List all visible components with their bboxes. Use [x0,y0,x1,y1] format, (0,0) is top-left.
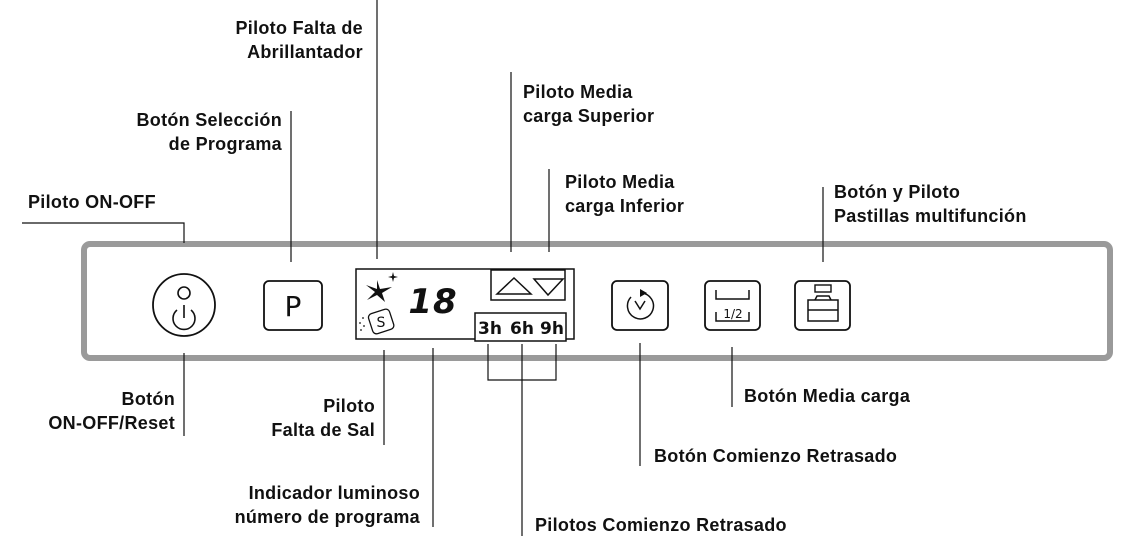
leader-power-led [22,222,185,243]
label-half-load-button: Botón Media carga [744,386,911,406]
display-window: S 18 3h 6h 9h [355,268,575,342]
half-load-button[interactable]: 1/2 [704,280,761,331]
leader-lines [22,0,824,536]
control-panel-frame [81,241,1113,361]
svg-text:6h: 6h [510,319,534,339]
power-icon [172,305,196,331]
program-number-display: 18 [408,282,457,322]
label-power-led: Piloto ON-OFF [28,192,156,212]
half-load-indicator-box [490,269,566,301]
tablet-icon [807,295,839,322]
tablet-led-icon [814,284,832,293]
power-button[interactable] [152,273,216,337]
salt-icon: S [359,308,395,335]
rack-half-icon [715,290,750,322]
svg-text:3h: 3h [478,319,502,339]
triangle-up-icon [495,276,533,295]
sparkle-icon [366,272,398,302]
power-led-icon [177,286,191,300]
triangle-down-icon [532,278,565,297]
tablet-button[interactable] [794,280,851,331]
clock-icon [626,289,655,320]
label-delay-button: Botón Comienzo Retrasado [654,446,898,466]
program-button-label: P [285,290,302,323]
svg-text:9h: 9h [540,319,564,339]
label-delay-leds: Pilotos Comienzo Retrasado [535,515,787,535]
program-button[interactable]: P [263,280,323,331]
delay-leds-box: 3h 6h 9h [474,312,567,342]
delay-start-button[interactable] [611,280,669,331]
svg-text:S: S [377,315,386,331]
svg-text:1/2: 1/2 [723,307,742,321]
